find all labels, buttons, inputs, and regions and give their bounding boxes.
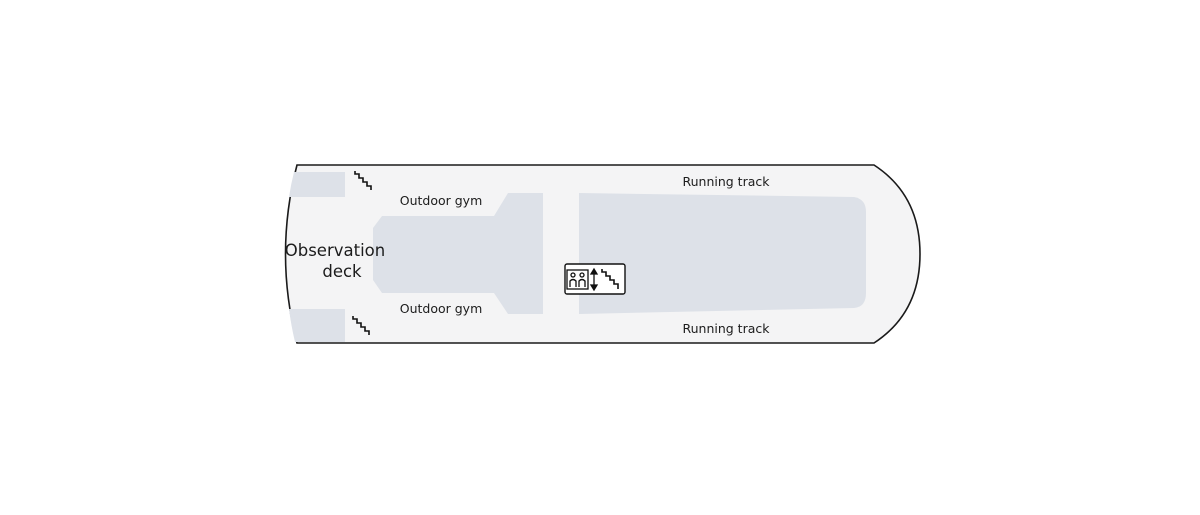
observation-deck-label-line1: Observation	[285, 241, 385, 260]
stairs-icon	[354, 171, 372, 190]
running-track-area	[579, 193, 866, 314]
running-track-label-bottom: Running track	[682, 321, 770, 336]
elevator-icon	[566, 269, 589, 290]
outdoor-gym-label-top: Outdoor gym	[400, 193, 483, 208]
outdoor-gym-label-bottom: Outdoor gym	[400, 301, 483, 316]
corner-room-bottom	[289, 309, 345, 342]
stairs-icon	[352, 316, 370, 335]
running-track-label-top: Running track	[682, 174, 770, 189]
observation-deck-label-line2: deck	[322, 262, 362, 281]
corner-room-top	[289, 172, 345, 197]
elevator-stairs-core	[564, 263, 626, 295]
stairs-icon	[601, 269, 619, 289]
up-down-arrows-icon	[589, 267, 599, 292]
gym-area	[373, 193, 543, 314]
